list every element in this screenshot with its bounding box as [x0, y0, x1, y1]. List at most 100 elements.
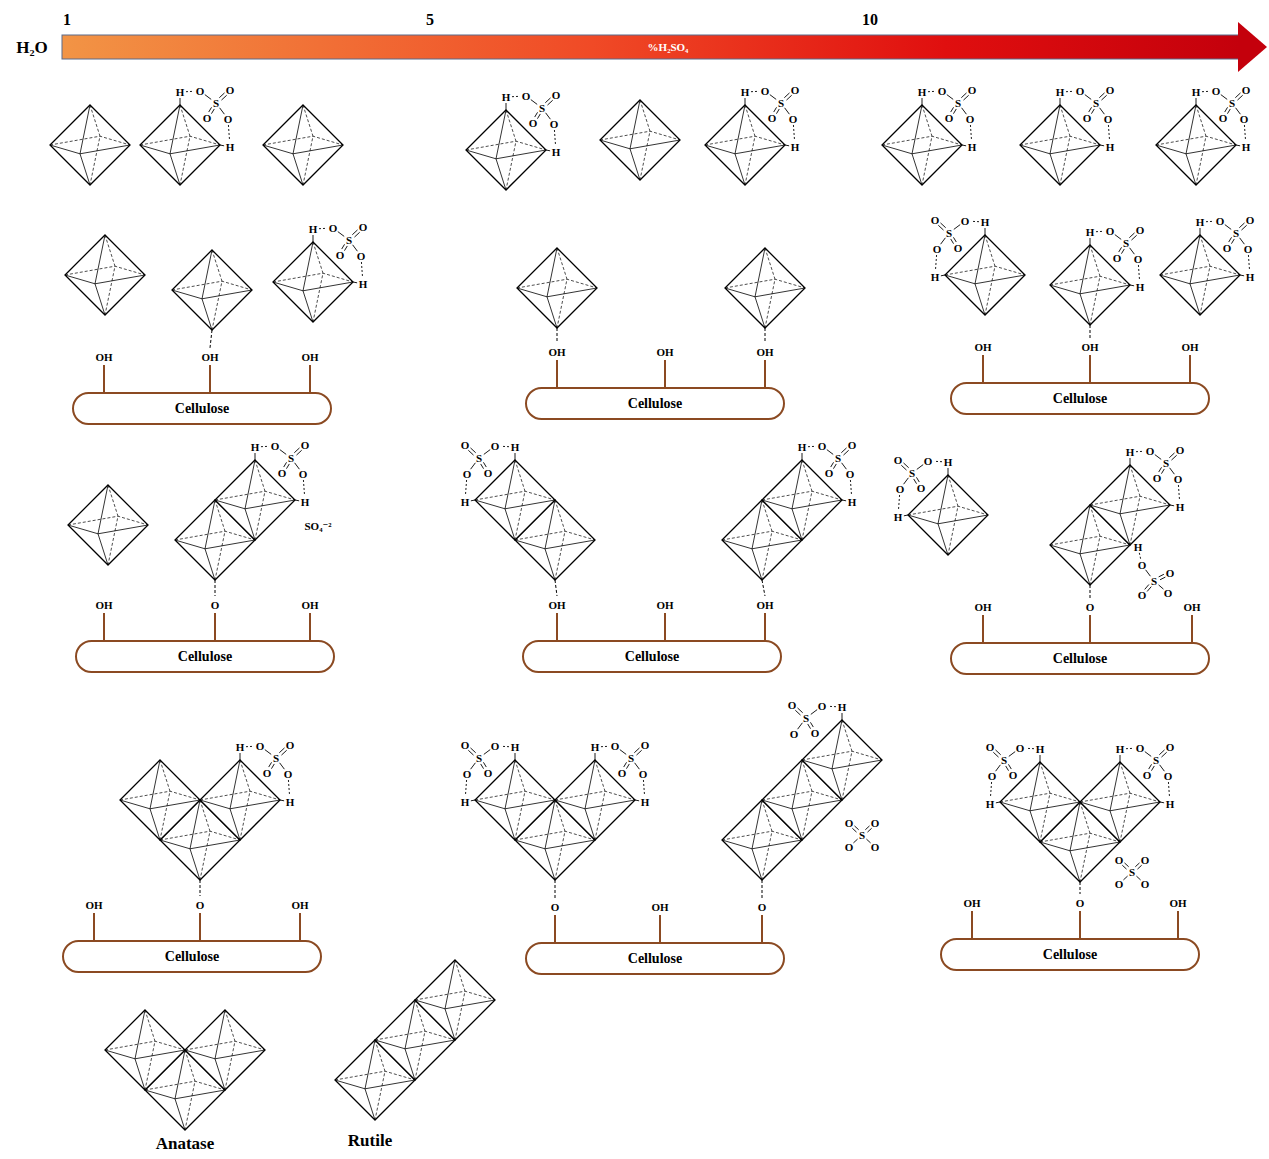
hydroxyl-label: OH [95, 352, 112, 363]
chemical-bond [827, 450, 833, 455]
hydrogen-atom: H [176, 87, 185, 98]
oxygen-atom: O [263, 768, 272, 779]
sulfur-atom: S [476, 453, 482, 464]
octahedron [1156, 105, 1236, 185]
cellulose-bar: Cellulose [522, 640, 782, 673]
oxygen-atom: O [1143, 770, 1152, 781]
oxygen-atom: O [196, 86, 205, 97]
hydrogen-bond [1206, 221, 1214, 222]
hydrogen-atom: H [1176, 502, 1185, 513]
chemical-bond [313, 235, 314, 242]
oxygen-atom: O [1141, 855, 1150, 866]
oxygen-atom: O [284, 769, 293, 780]
hydroxyl-label: OH [974, 342, 991, 353]
octahedron-edge [1000, 762, 1080, 842]
oxygen-atom: O [286, 740, 295, 751]
hydrogen-atom: H [1116, 744, 1125, 755]
chemical-bond [1196, 98, 1197, 105]
hydrogen-atom: H [641, 797, 650, 808]
chemical-bond [338, 232, 344, 237]
hydroxyl-stick [309, 365, 311, 392]
chemical-bond [842, 500, 846, 502]
cellulose-bar: Cellulose [72, 392, 332, 425]
octahedron-hidden-edge [140, 105, 220, 185]
octahedron-outline [475, 460, 555, 540]
octahedron-outline [762, 460, 842, 540]
oxygen-atom: O [1106, 85, 1115, 96]
oxygen-atom: O [1016, 743, 1025, 754]
chemical-bond [917, 465, 923, 470]
chemical-bond [1160, 765, 1165, 771]
hydrogen-bond [288, 780, 289, 795]
octahedron-hidden-edge [1160, 235, 1240, 315]
hydroxyl-label: OH [548, 600, 565, 611]
oxygen-atom: O [825, 468, 834, 479]
oxygen-atom: O [1136, 225, 1145, 236]
sulfur-atom: S [859, 830, 865, 841]
octahedron [555, 760, 635, 840]
chemical-bond [1155, 455, 1161, 460]
chemical-bond [1100, 108, 1105, 114]
hydrogen-bond [970, 125, 971, 140]
hydrogen-bond [971, 221, 979, 222]
hydrogen-bond [850, 480, 851, 495]
octahedron [273, 242, 353, 322]
hydroxyl-stick [971, 911, 973, 938]
node-label: Cellulose [1043, 948, 1097, 962]
chemical-bond [985, 228, 986, 235]
chemical-bond [484, 450, 490, 455]
hydrogen-bond [1248, 255, 1249, 270]
oxygen-atom: O [811, 728, 820, 739]
arrow-head [1238, 22, 1267, 72]
chemical-bond [1159, 574, 1166, 579]
hydroxyl-stick [209, 365, 211, 392]
hydrogen-atom: H [944, 457, 953, 468]
sulfur-atom: S [1001, 755, 1007, 766]
chemical-bond [866, 839, 870, 843]
chemical-bond [1120, 755, 1121, 762]
oxygen-atom: O [790, 729, 799, 740]
chemical-bond [784, 93, 791, 100]
hydrogen-atom: H [1086, 227, 1095, 238]
octahedron-outline [1000, 762, 1080, 842]
octahedron-outline [466, 110, 546, 190]
chemical-bond [962, 145, 966, 147]
chemical-bond [545, 98, 552, 105]
gradient-bar [62, 35, 1240, 59]
hydroxyl-stick [982, 355, 984, 382]
chemical-bond [1159, 585, 1164, 589]
octahedron [215, 460, 295, 540]
octahedron-outline [415, 960, 495, 1040]
binding-line [200, 880, 201, 896]
chemical-bond [1130, 458, 1131, 465]
octahedron-edge [802, 720, 882, 800]
hydrogen-bond [793, 125, 794, 140]
chemical-bond [1129, 233, 1136, 240]
binding-line [1080, 882, 1081, 894]
oxygen-atom: O [988, 771, 997, 782]
chemical-bond [220, 145, 224, 147]
binding-line [1090, 585, 1091, 598]
oxygen-atom: O [931, 215, 940, 226]
oxygen-atom: O [1216, 216, 1225, 227]
hydroxyl-label: OH [301, 352, 318, 363]
hydrogen-atom: H [981, 217, 990, 228]
chemical-bond [515, 453, 516, 460]
octahedron-edge [1090, 465, 1170, 545]
axis-end-label: H₂O [16, 39, 48, 56]
hydroxyl-label: OH [963, 898, 980, 909]
octahedron-edge [882, 105, 962, 185]
octahedron-outline [140, 105, 220, 185]
chemical-bond [240, 753, 241, 760]
hydrogen-atom: H [1242, 142, 1251, 153]
chemical-bond [1236, 145, 1240, 147]
hydroxyl-label: OH [301, 600, 318, 611]
hydrogen-bond [1139, 553, 1140, 559]
octahedron [185, 1010, 265, 1090]
octahedron [1080, 762, 1160, 842]
chemical-bond [948, 468, 949, 475]
octahedron-hidden-edge [600, 100, 680, 180]
chemical-bond [938, 223, 945, 230]
